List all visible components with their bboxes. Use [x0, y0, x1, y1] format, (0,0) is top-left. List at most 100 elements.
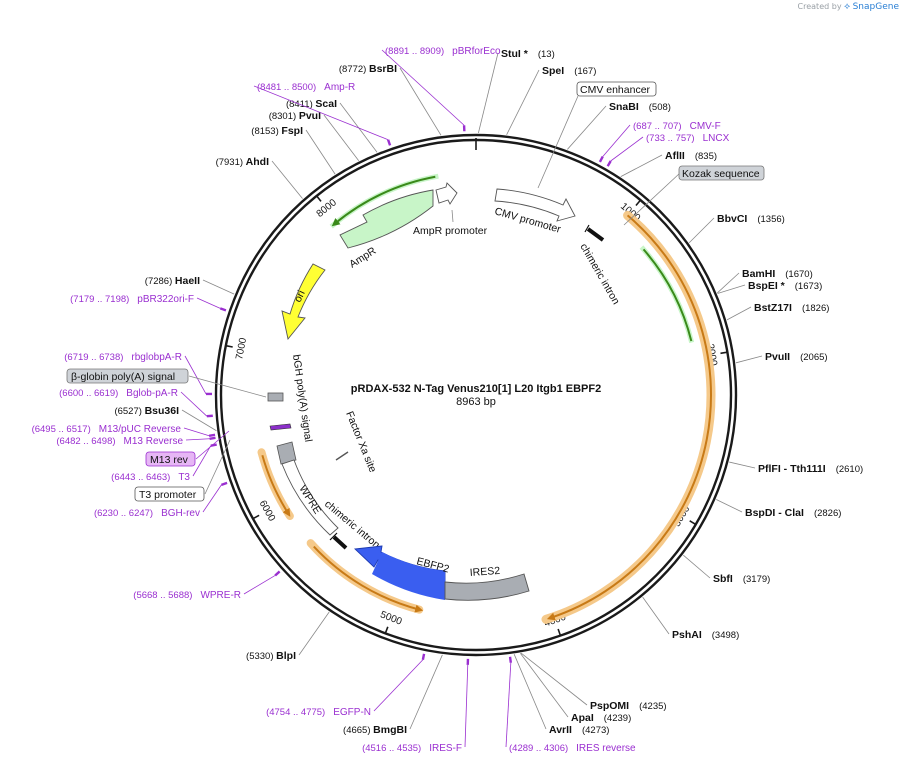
- site-position: (3498): [712, 630, 739, 641]
- primer-ires-reverse[interactable]: (4289 .. 4306)IRES reverse: [505, 656, 636, 754]
- site-bmgbi[interactable]: (4665) BmgBI: [343, 654, 443, 736]
- primer-rbglobpa-r[interactable]: (6719 .. 6738)rbglobpA-R: [64, 352, 213, 396]
- site-position: (4273): [582, 725, 609, 736]
- primer-pbr322ori-f[interactable]: (7179 .. 7198)pBR322ori-F: [70, 294, 227, 312]
- site-snabi[interactable]: SnaBI(508): [567, 101, 671, 150]
- site-ahdi[interactable]: (7931) AhdI: [216, 156, 303, 199]
- orf-venus-arrow[interactable]: [642, 248, 693, 342]
- site-aflii[interactable]: AflII(835): [620, 150, 717, 177]
- site-position: (508): [649, 102, 671, 113]
- feature-cmv-promoter[interactable]: [494, 188, 576, 222]
- scale-tick: [635, 199, 642, 206]
- restriction-sites: StuI *(13)SpeI(167)SnaBI(508)AflII(835) B…: [114, 48, 863, 736]
- primer-label: (6482 .. 6498)M13 Reverse: [56, 436, 183, 447]
- primer-mark: [598, 156, 604, 163]
- feature-chimeric-intron-top[interactable]: [586, 227, 605, 242]
- scale-tick: [720, 351, 728, 355]
- orf-left-arrow[interactable]: [261, 455, 291, 517]
- site-label: BspDI - ClaI(2826): [745, 507, 841, 519]
- boxed-label-cmv-enhancer[interactable]: CMV enhancer: [537, 81, 657, 189]
- primer-ires-f[interactable]: (4516 .. 4535)IRES-F: [362, 658, 470, 754]
- primer-m13-reverse[interactable]: (6482 .. 6498)M13 Reverse: [56, 436, 216, 447]
- feature-ampr[interactable]: [339, 189, 434, 249]
- site-label: SbfI(3179): [713, 573, 770, 585]
- feature-chimeric-intron-bottom[interactable]: [332, 535, 348, 550]
- scale-tick: [316, 195, 322, 202]
- site-pspomi[interactable]: PspOMI(4235): [520, 652, 667, 712]
- boxed-label-m13-rev-text: M13 rev: [150, 454, 189, 466]
- site-bbvci[interactable]: BbvCI (1356): [688, 213, 785, 244]
- primer-range: (7179 .. 7198): [70, 294, 129, 305]
- boxed-label-m13-rev[interactable]: M13 rev: [145, 430, 230, 467]
- scale-tick: [557, 628, 562, 636]
- site-apai[interactable]: ApaI(4239): [520, 652, 631, 724]
- scale-tick-label: 5000: [379, 609, 404, 627]
- feature-amp-promoter[interactable]: [435, 182, 458, 205]
- feature-factor-xa-site[interactable]: [335, 451, 349, 461]
- site-position: (6527): [114, 406, 144, 417]
- site-bstz17i[interactable]: BstZ17I(1826): [726, 302, 829, 321]
- primer-label: (7179 .. 7198)pBR322ori-F: [70, 294, 194, 305]
- feature-purple-block[interactable]: [269, 423, 292, 431]
- primer-label: (733 .. 757)LNCX: [646, 133, 730, 144]
- boxed-label-cmv-enhancer-line: [537, 95, 579, 189]
- boxed-label-kozak-box: [678, 165, 765, 181]
- site-name: BbvCI: [717, 213, 747, 225]
- site-avrii[interactable]: AvrII(4273): [513, 654, 609, 736]
- boxed-label-kozak[interactable]: Kozak sequence: [623, 165, 765, 226]
- site-leader-line: [506, 69, 540, 135]
- primer-name: T3: [178, 472, 190, 483]
- primer-egfp-n[interactable]: (4754 .. 4775)EGFP-N: [266, 653, 426, 718]
- feature-ori[interactable]: [281, 263, 326, 341]
- primer-m13-puc-reverse[interactable]: (6495 .. 6517)M13/pUC Reverse: [32, 424, 216, 437]
- feature-grey-block-lower[interactable]: [276, 441, 297, 465]
- site-name: BstZ17I: [754, 302, 792, 314]
- boxed-label-t3-promoter[interactable]: T3 promoter: [134, 439, 231, 502]
- site-fspi[interactable]: (8153) FspI: [251, 125, 336, 175]
- site-bsu36i[interactable]: (6527) Bsu36I: [114, 405, 217, 432]
- primer-range: (6495 .. 6517): [32, 424, 91, 435]
- primer-leader-line: [192, 445, 212, 477]
- primer-leader-line: [505, 662, 512, 748]
- feature-bgh-polya-block[interactable]: [267, 392, 284, 402]
- orf-ampr-arrow[interactable]: [331, 175, 436, 227]
- orf-lower-arrow[interactable]: [313, 545, 424, 613]
- site-pflfi-tth111i[interactable]: PflFI - Tth111I(2610): [729, 461, 863, 475]
- site-position: (1673): [795, 281, 822, 292]
- site-spei[interactable]: SpeI(167): [506, 65, 597, 135]
- primer-pbrforeco[interactable]: (8891 .. 8909)pBRforEco: [381, 46, 501, 132]
- site-pvui[interactable]: (8301) PvuI: [269, 110, 360, 161]
- site-leader-line: [181, 409, 217, 432]
- site-bspei[interactable]: BspEI *(1673): [717, 280, 823, 294]
- boxed-label-beta-globin-line: [188, 375, 267, 398]
- primer-mark: [508, 656, 513, 663]
- site-bamhi[interactable]: BamHI(1670): [717, 268, 813, 294]
- site-pshai[interactable]: PshAI(3498): [642, 596, 740, 641]
- site-name: StuI *: [501, 48, 529, 60]
- feature-ires2[interactable]: [444, 573, 530, 601]
- site-stui[interactable]: StuI *(13): [477, 48, 555, 134]
- primer-bgh-rev[interactable]: (6230 .. 6247)BGH-rev: [94, 481, 228, 519]
- site-blpi[interactable]: (5330) BlpI: [246, 611, 330, 662]
- site-haeii[interactable]: (7286) HaeII: [145, 275, 235, 295]
- primer-lncx[interactable]: (733 .. 757)LNCX: [606, 133, 730, 167]
- site-position: (1356): [757, 214, 784, 225]
- site-pvuii[interactable]: PvuII(2065): [735, 351, 828, 364]
- primer-annotations: (8891 .. 8909)pBRforEco(8481 .. 8500)Amp…: [32, 46, 730, 754]
- site-leader-line: [717, 284, 746, 294]
- primer-cmv-f[interactable]: (687 .. 707)CMV-F: [598, 121, 721, 163]
- site-label: BstZ17I(1826): [754, 302, 829, 314]
- primer-amp-r[interactable]: (8481 .. 8500)Amp-R: [253, 82, 392, 146]
- site-bspdi-clai[interactable]: BspDI - ClaI(2826): [716, 499, 841, 519]
- scale-tick: [689, 520, 697, 526]
- site-name: SpeI: [542, 65, 564, 77]
- feature-wpre[interactable]: [281, 459, 339, 536]
- primer-wpre-r[interactable]: (5668 .. 5688)WPRE-R: [133, 570, 281, 601]
- primer-bglob-pa-r[interactable]: (6600 .. 6619)Bglob-pA-R: [59, 388, 213, 418]
- site-sbfi[interactable]: SbfI(3179): [683, 554, 770, 585]
- boxed-label-beta-globin[interactable]: β-globin poly(A) signal: [66, 368, 267, 398]
- site-leader-line: [513, 654, 547, 730]
- orf-main-arrow[interactable]: [546, 214, 712, 621]
- site-bsrbi[interactable]: (8772) BsrBI: [339, 63, 442, 136]
- site-leader-line: [271, 160, 303, 199]
